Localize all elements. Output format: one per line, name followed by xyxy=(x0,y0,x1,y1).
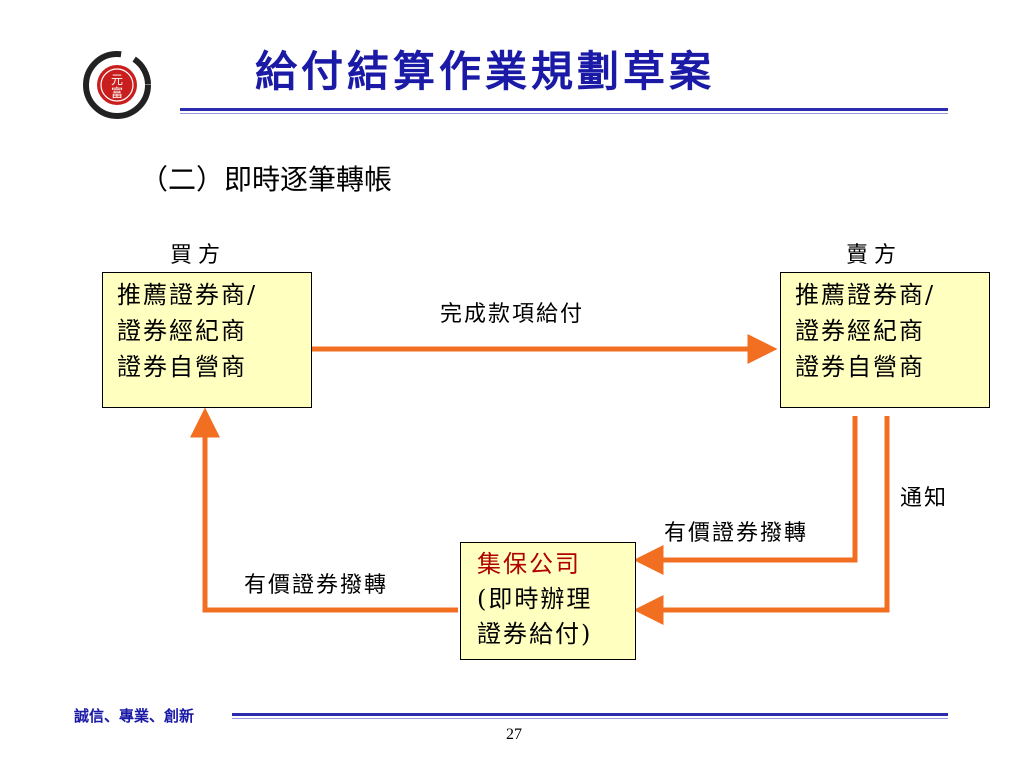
section-subtitle: （二）即時逐筆轉帳 xyxy=(140,163,393,196)
seller-line: 推薦證券商/ xyxy=(795,281,936,309)
page-title: 給付結算作業規劃草案 xyxy=(255,47,716,96)
title-underline-thin xyxy=(180,113,948,114)
buyer-broker-box: 推薦證券商/ 證券經紀商 證券自營商 xyxy=(102,272,312,408)
depository-to-buyer-arrow xyxy=(190,407,458,613)
transfer-to-buyer-label: 有價證券撥轉 xyxy=(244,573,389,598)
transfer-to-depository-label: 有價證券撥轉 xyxy=(664,521,809,546)
page-number: 27 xyxy=(506,726,522,743)
footer-motto: 誠信、專業、創新 xyxy=(74,707,195,725)
buyer-line: 證券經紀商 xyxy=(117,317,247,345)
footer-rule-thin xyxy=(232,718,948,719)
logo-char-bottom: 富 xyxy=(111,85,123,100)
buyer-line: 證券自營商 xyxy=(117,353,247,381)
notify-label: 通知 xyxy=(900,486,949,511)
buyer-role-label: 買方 xyxy=(170,243,227,268)
title-underline xyxy=(180,108,948,111)
depository-line: (即時辦理 xyxy=(477,585,593,613)
footer-rule xyxy=(232,713,948,716)
depository-name: 集保公司 xyxy=(477,550,581,578)
seller-line: 證券經紀商 xyxy=(795,317,925,345)
notify-arrow xyxy=(633,416,890,625)
depository-line: 證券給付) xyxy=(477,620,593,648)
logo-char-top: 元 xyxy=(111,73,123,87)
company-logo: 元 富 xyxy=(83,51,151,119)
payment-label: 完成款項給付 xyxy=(440,302,585,327)
buyer-line: 推薦證券商/ xyxy=(117,281,258,309)
seller-to-depository-arrow xyxy=(633,416,858,575)
seller-role-label: 賣方 xyxy=(846,243,903,268)
seller-line: 證券自營商 xyxy=(795,353,925,381)
depository-box: 集保公司 (即時辦理 證券給付) xyxy=(460,542,636,660)
seller-broker-box: 推薦證券商/ 證券經紀商 證券自營商 xyxy=(780,272,990,408)
